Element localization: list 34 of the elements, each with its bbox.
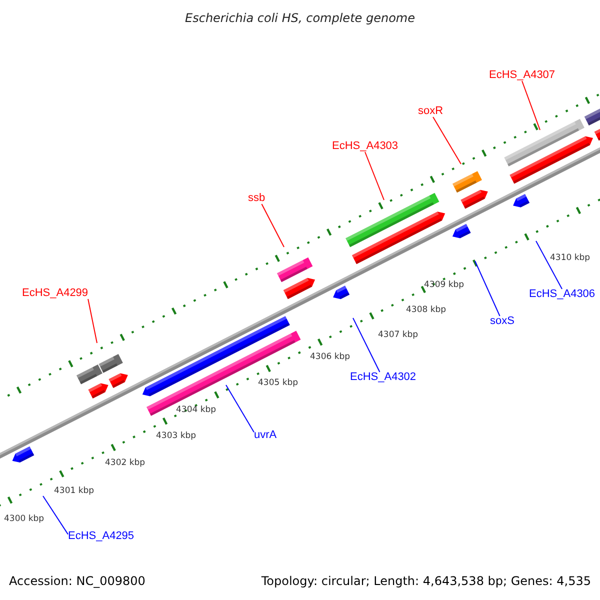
gene-label: EcHS_A4307 <box>489 70 556 81</box>
leader-line <box>432 116 462 164</box>
leader-line <box>42 496 68 535</box>
scale-label: 4307 kbp <box>378 331 418 340</box>
scale-label: 4300 kbp <box>4 515 44 524</box>
scale-label: 4308 kbp <box>406 306 446 314</box>
gene-label: soxR <box>418 106 444 117</box>
leader-line <box>474 260 500 316</box>
gene-label: soxS <box>490 316 514 327</box>
scale-label: 4303 kbp <box>156 432 196 440</box>
leader-line <box>536 240 563 290</box>
gene-label: uvrA <box>254 430 277 441</box>
leader-line <box>226 384 254 433</box>
footer-text: Topology: circular; Length: 4,643,538 bp; Genes: 4,535 <box>261 575 591 587</box>
scale-label: 4309 kbp <box>424 281 464 290</box>
gene-label: EcHS_A4295 <box>68 531 134 542</box>
leader-line <box>88 298 98 344</box>
title: Escherichia coli HS, complete genome <box>184 12 416 24</box>
scale-label: 4302 kbp <box>105 459 146 468</box>
footer-text: Accession: NC_009800 <box>9 575 146 587</box>
scale-label: 4305 kbp <box>258 379 298 388</box>
scale-label: 4304 kbp <box>176 406 216 414</box>
gene-label: EcHS_A4303 <box>332 141 398 152</box>
gene-label: EcHS_A4306 <box>529 289 596 300</box>
leader-line <box>261 204 284 248</box>
leader-line <box>522 80 540 130</box>
gene-label: ssb <box>248 193 266 204</box>
scale-label: 4306 kbp <box>310 353 350 362</box>
scale-label: 4310 kbp <box>550 254 590 262</box>
scale-label: 4301 kbp <box>54 487 94 496</box>
leader-line <box>364 152 384 200</box>
gene-label: EcHS_A4299 <box>22 288 88 299</box>
gene-label: EcHS_A4302 <box>350 372 416 383</box>
leader-line <box>352 318 380 372</box>
